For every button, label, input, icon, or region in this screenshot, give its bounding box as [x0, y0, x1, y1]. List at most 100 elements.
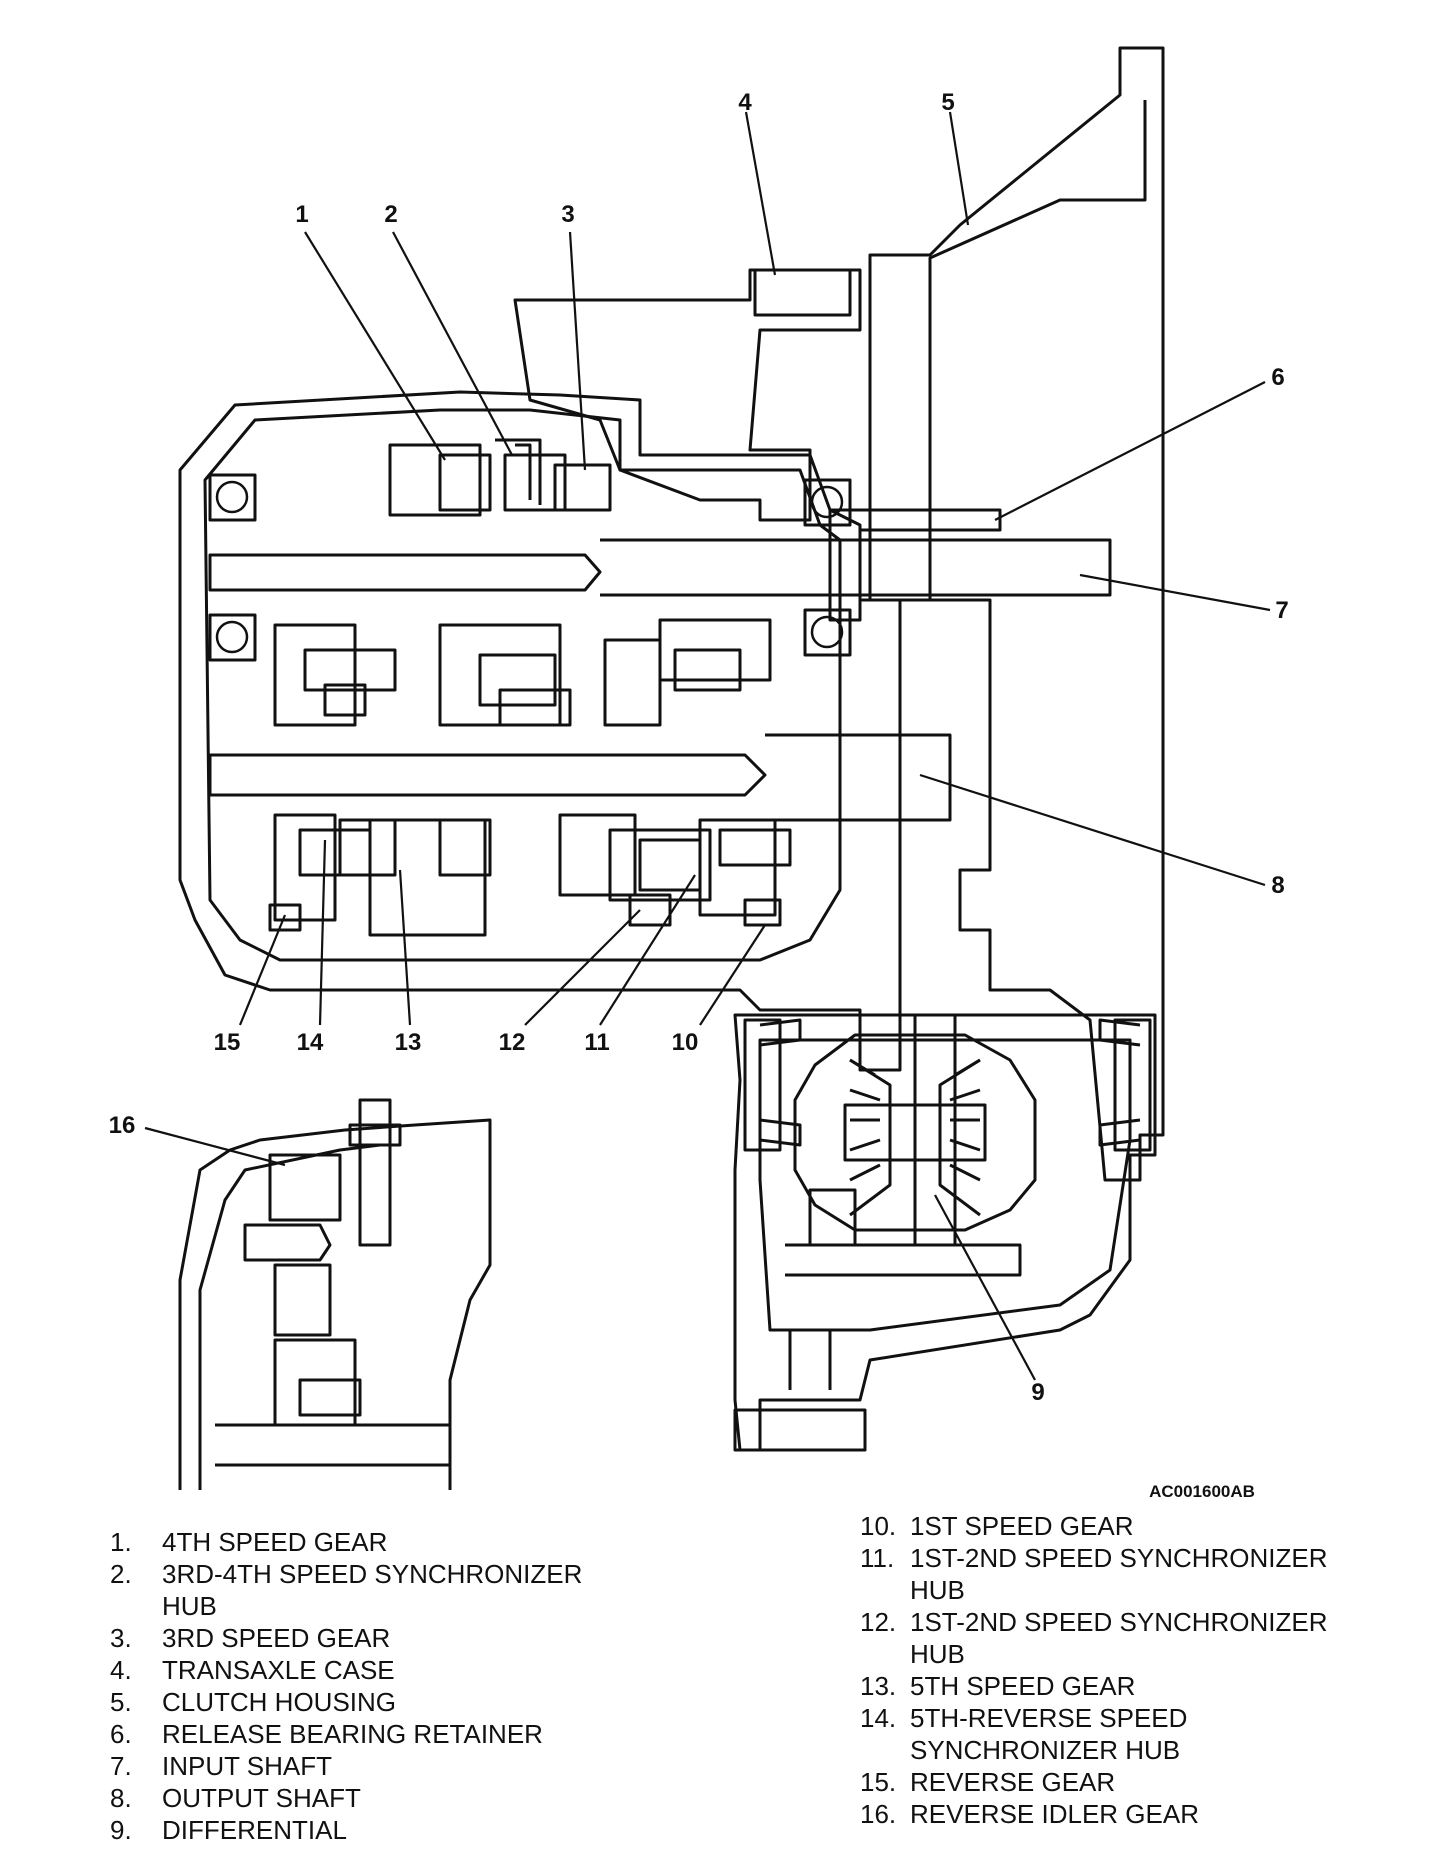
- release-bearing-retainer: [828, 508, 1002, 622]
- transaxle-case-inner: [203, 408, 842, 962]
- figure-id: AC001600AB: [1149, 1482, 1255, 1501]
- legend-num: 13.: [860, 1671, 897, 1701]
- legend-item-1: 1. 4TH SPEED GEAR: [110, 1526, 670, 1558]
- legend-num: 3.: [110, 1623, 132, 1653]
- legend-num: 10.: [860, 1511, 897, 1541]
- input-bearing-left-top: [208, 473, 257, 522]
- leader-7: [1079, 573, 1271, 612]
- inset-case-outline: [178, 1118, 492, 1490]
- callout-14: 14: [297, 1029, 324, 1056]
- input-shaft-extension: [600, 538, 1112, 597]
- legend-text: TRANSAXLE CASE: [162, 1655, 395, 1685]
- legend-item-7: 7. INPUT SHAFT: [110, 1750, 670, 1782]
- leader-12: [524, 909, 641, 1026]
- legend-right: 10. 1ST SPEED GEAR 11. 1ST-2ND SPEED SYNCH…: [860, 1510, 1380, 1830]
- leader-1: [304, 231, 446, 461]
- legend-text: 1ST-2ND SPEED SYNCHRONIZER HUB: [910, 1543, 1328, 1605]
- legend-item-2: 2. 3RD-4TH SPEED SYNCHRONIZER HUB: [110, 1558, 670, 1622]
- legend-item-5: 5. CLUTCH HOUSING: [110, 1686, 670, 1718]
- legend-item-15: 15. REVERSE GEAR: [860, 1766, 1380, 1798]
- output-shaft: [208, 753, 767, 797]
- legend-item-6: 6. RELEASE BEARING RETAINER: [110, 1718, 670, 1750]
- legend-num: 1.: [110, 1527, 132, 1557]
- legend-num: 15.: [860, 1767, 897, 1797]
- legend-text: REVERSE IDLER GEAR: [910, 1799, 1199, 1829]
- leader-5: [948, 111, 970, 226]
- input-shaft: [208, 553, 602, 592]
- leader-4: [744, 111, 777, 276]
- clutch-housing-inner: [928, 100, 1147, 600]
- legend-num: 8.: [110, 1783, 132, 1813]
- legend-item-9: 9. DIFFERENTIAL: [110, 1814, 670, 1846]
- legend-item-3: 3. 3RD SPEED GEAR: [110, 1622, 670, 1654]
- legend-text: OUTPUT SHAFT: [162, 1783, 361, 1813]
- legend-item-12: 12. 1ST-2ND SPEED SYNCHRONIZER HUB: [860, 1606, 1380, 1670]
- callout-4: 4: [738, 89, 752, 116]
- leader-15: [238, 914, 287, 1026]
- legend-num: 6.: [110, 1719, 132, 1749]
- leader-10: [699, 924, 766, 1026]
- legend-text: 4TH SPEED GEAR: [162, 1527, 388, 1557]
- callout-15: 15: [214, 1029, 241, 1056]
- transaxle-case-main: [178, 390, 902, 1072]
- callout-1: 1: [295, 201, 308, 228]
- legend-item-16: 16. REVERSE IDLER GEAR: [860, 1798, 1380, 1830]
- legend-num: 12.: [860, 1607, 897, 1637]
- leader-16: [144, 1126, 286, 1167]
- legend-text: 1ST SPEED GEAR: [910, 1511, 1134, 1541]
- legend-text: 1ST-2ND SPEED SYNCHRONIZER HUB: [910, 1607, 1328, 1669]
- leader-13: [398, 869, 412, 1026]
- leader-9: [934, 1194, 1036, 1381]
- inset-bolt: [358, 1098, 392, 1247]
- callout-7: 7: [1275, 597, 1288, 624]
- legend-item-13: 13. 5TH SPEED GEAR: [860, 1670, 1380, 1702]
- leader-6: [994, 381, 1266, 521]
- legend-text: INPUT SHAFT: [162, 1751, 332, 1781]
- differential-case: [793, 1033, 1037, 1232]
- legend-num: 4.: [110, 1655, 132, 1685]
- legend-num: 9.: [110, 1815, 132, 1845]
- callout-3: 3: [561, 201, 574, 228]
- legend-num: 7.: [110, 1751, 132, 1781]
- leader-2: [392, 231, 513, 456]
- leader-14: [318, 839, 327, 1026]
- differential-inner: [758, 1038, 1132, 1332]
- callout-8: 8: [1271, 872, 1284, 899]
- callout-9: 9: [1031, 1379, 1044, 1406]
- differential-housing: [733, 1013, 1157, 1452]
- leader-8: [919, 773, 1266, 887]
- callout-13: 13: [395, 1029, 422, 1056]
- legend-num: 5.: [110, 1687, 132, 1717]
- legend-text: 5TH SPEED GEAR: [910, 1671, 1136, 1701]
- legend-text: CLUTCH HOUSING: [162, 1687, 397, 1717]
- legend-item-14: 14. 5TH-REVERSE SPEED SYNCHRONIZER HUB: [860, 1702, 1380, 1766]
- legend-left: 1. 4TH SPEED GEAR 2. 3RD-4TH SPEED SYNCHRO…: [110, 1526, 670, 1846]
- callout-2: 2: [384, 201, 397, 228]
- legend-text: 3RD SPEED GEAR: [162, 1623, 391, 1653]
- legend-text: REVERSE GEAR: [910, 1767, 1116, 1797]
- input-bearing-left-bottom: [208, 613, 257, 662]
- input-bearing-right-bottom: [803, 608, 852, 657]
- legend-num: 16.: [860, 1799, 897, 1829]
- callout-12: 12: [499, 1029, 526, 1056]
- case-bolt-4: [753, 268, 852, 317]
- callout-10: 10: [672, 1029, 699, 1056]
- legend-item-8: 8. OUTPUT SHAFT: [110, 1782, 670, 1814]
- legend-text: 5TH-REVERSE SPEED SYNCHRONIZER HUB: [910, 1703, 1188, 1765]
- callout-6: 6: [1271, 364, 1284, 391]
- leader-11: [599, 874, 696, 1026]
- legend-text: DIFFERENTIAL: [162, 1815, 347, 1845]
- legend-text: 3RD-4TH SPEED SYNCHRONIZER HUB: [162, 1559, 583, 1621]
- leader-3: [568, 231, 587, 471]
- legend-num: 11.: [860, 1543, 895, 1573]
- legend-num: 2.: [110, 1559, 132, 1589]
- legend-item-4: 4. TRANSAXLE CASE: [110, 1654, 670, 1686]
- input-bearing-right-top: [803, 478, 852, 527]
- callout-16: 16: [109, 1112, 136, 1139]
- legend-item-11: 11. 1ST-2ND SPEED SYNCHRONIZER HUB: [860, 1542, 1380, 1606]
- legend-text: RELEASE BEARING RETAINER: [162, 1719, 543, 1749]
- clutch-housing-outline: [868, 46, 1165, 1182]
- legend-item-10: 10. 1ST SPEED GEAR: [860, 1510, 1380, 1542]
- legend-num: 14.: [860, 1703, 897, 1733]
